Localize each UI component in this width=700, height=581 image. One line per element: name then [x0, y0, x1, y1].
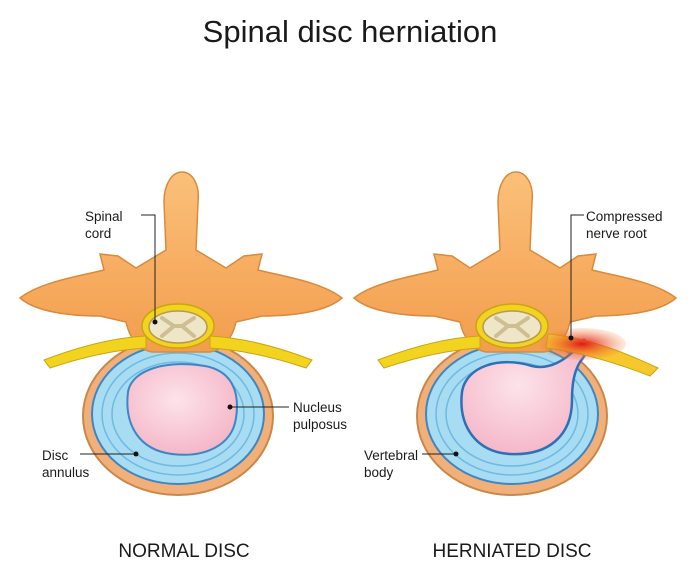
herniated-vertebra [352, 171, 678, 496]
label-compressed-nerve-root: Compressed nerve root [568, 209, 663, 341]
label-nucleus-line2: pulposus [293, 417, 347, 432]
caption-herniated-disc: HERNIATED DISC [432, 541, 591, 562]
label-nucleus-line1: Nucleus [293, 400, 342, 415]
normal-nerve-root-left [43, 335, 147, 369]
normal-nerve-root-right [209, 335, 313, 369]
label-spinal-cord-line2: cord [85, 226, 111, 241]
normal-nucleus-pulposus [126, 363, 238, 456]
caption-normal-disc: NORMAL DISC [118, 541, 249, 562]
label-spinal-cord-line1: Spinal [85, 209, 123, 224]
herniated-nerve-root-left [377, 335, 481, 369]
label-spinal-cord: Spinal cord [85, 209, 158, 325]
compression-highlight [538, 328, 626, 360]
label-annulus-line2: annulus [42, 465, 90, 480]
label-annulus-line1: Disc [42, 448, 68, 463]
label-compressed-line2: nerve root [586, 226, 647, 241]
label-nucleus-pulposus: Nucleus pulposus [227, 400, 347, 432]
label-vertebral-line2: body [364, 465, 394, 480]
label-vertebral-body: Vertebral body [364, 448, 459, 480]
normal-vertebra [18, 171, 344, 496]
label-compressed-line1: Compressed [586, 209, 663, 224]
page-title: Spinal disc herniation [202, 14, 498, 49]
herniated-nucleus-pulposus [460, 338, 589, 456]
label-disc-annulus: Disc annulus [42, 448, 139, 480]
label-vertebral-line1: Vertebral [364, 448, 418, 463]
